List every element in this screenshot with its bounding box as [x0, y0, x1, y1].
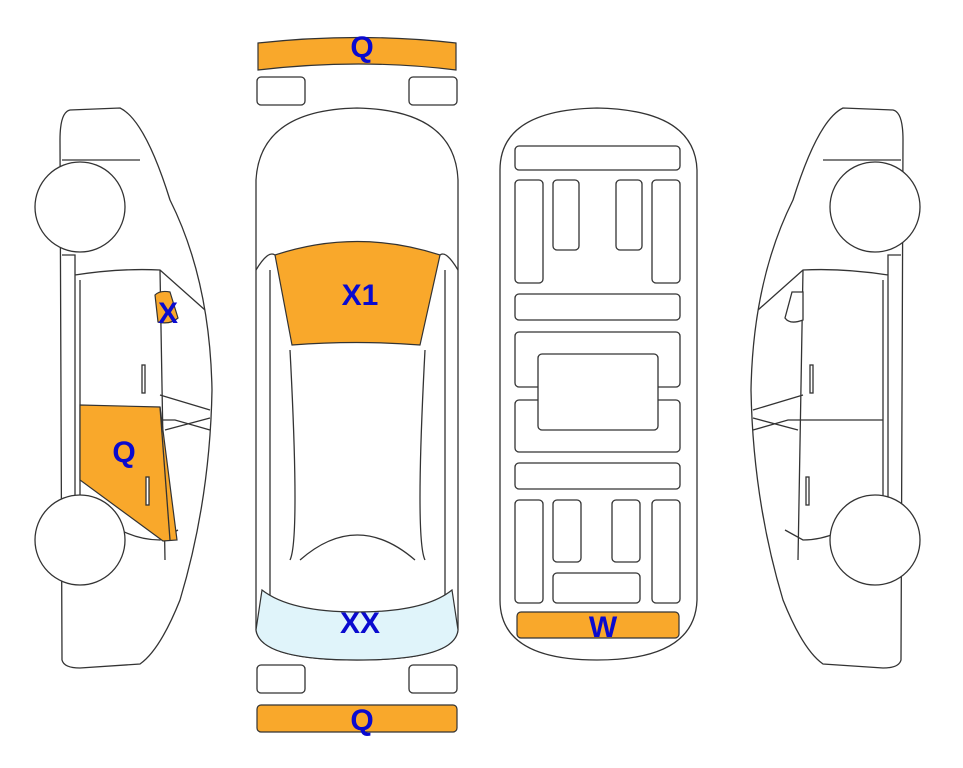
- front-wheel: [34, 161, 126, 253]
- left-front-door-damage[interactable]: [79, 404, 178, 542]
- underbody-rear-damage[interactable]: [516, 611, 680, 639]
- rear-bumper-label: Q: [350, 704, 373, 737]
- left-door-label: Q: [112, 436, 135, 469]
- underbody-view: W: [499, 107, 698, 661]
- windshield-damage[interactable]: [274, 240, 441, 346]
- rear-window-label: XX: [340, 607, 380, 640]
- right-side-view: [750, 107, 921, 669]
- underbody-label: W: [589, 611, 618, 644]
- left-mirror-label: X: [158, 297, 178, 330]
- front-bumper-damage[interactable]: [257, 36, 457, 71]
- top-view: Q X1 XX Q: [255, 31, 459, 737]
- door-handle-icon: [145, 476, 150, 506]
- rear-window-damage[interactable]: [255, 588, 459, 661]
- left-side-view: X Q: [34, 107, 213, 669]
- windshield-label: X1: [342, 279, 379, 312]
- rear-wheel: [34, 494, 126, 586]
- door-handle-icon: [141, 364, 146, 394]
- rear-bumper-damage[interactable]: [256, 704, 458, 733]
- front-bumper-label: Q: [350, 31, 373, 64]
- left-mirror-damage[interactable]: [154, 290, 179, 324]
